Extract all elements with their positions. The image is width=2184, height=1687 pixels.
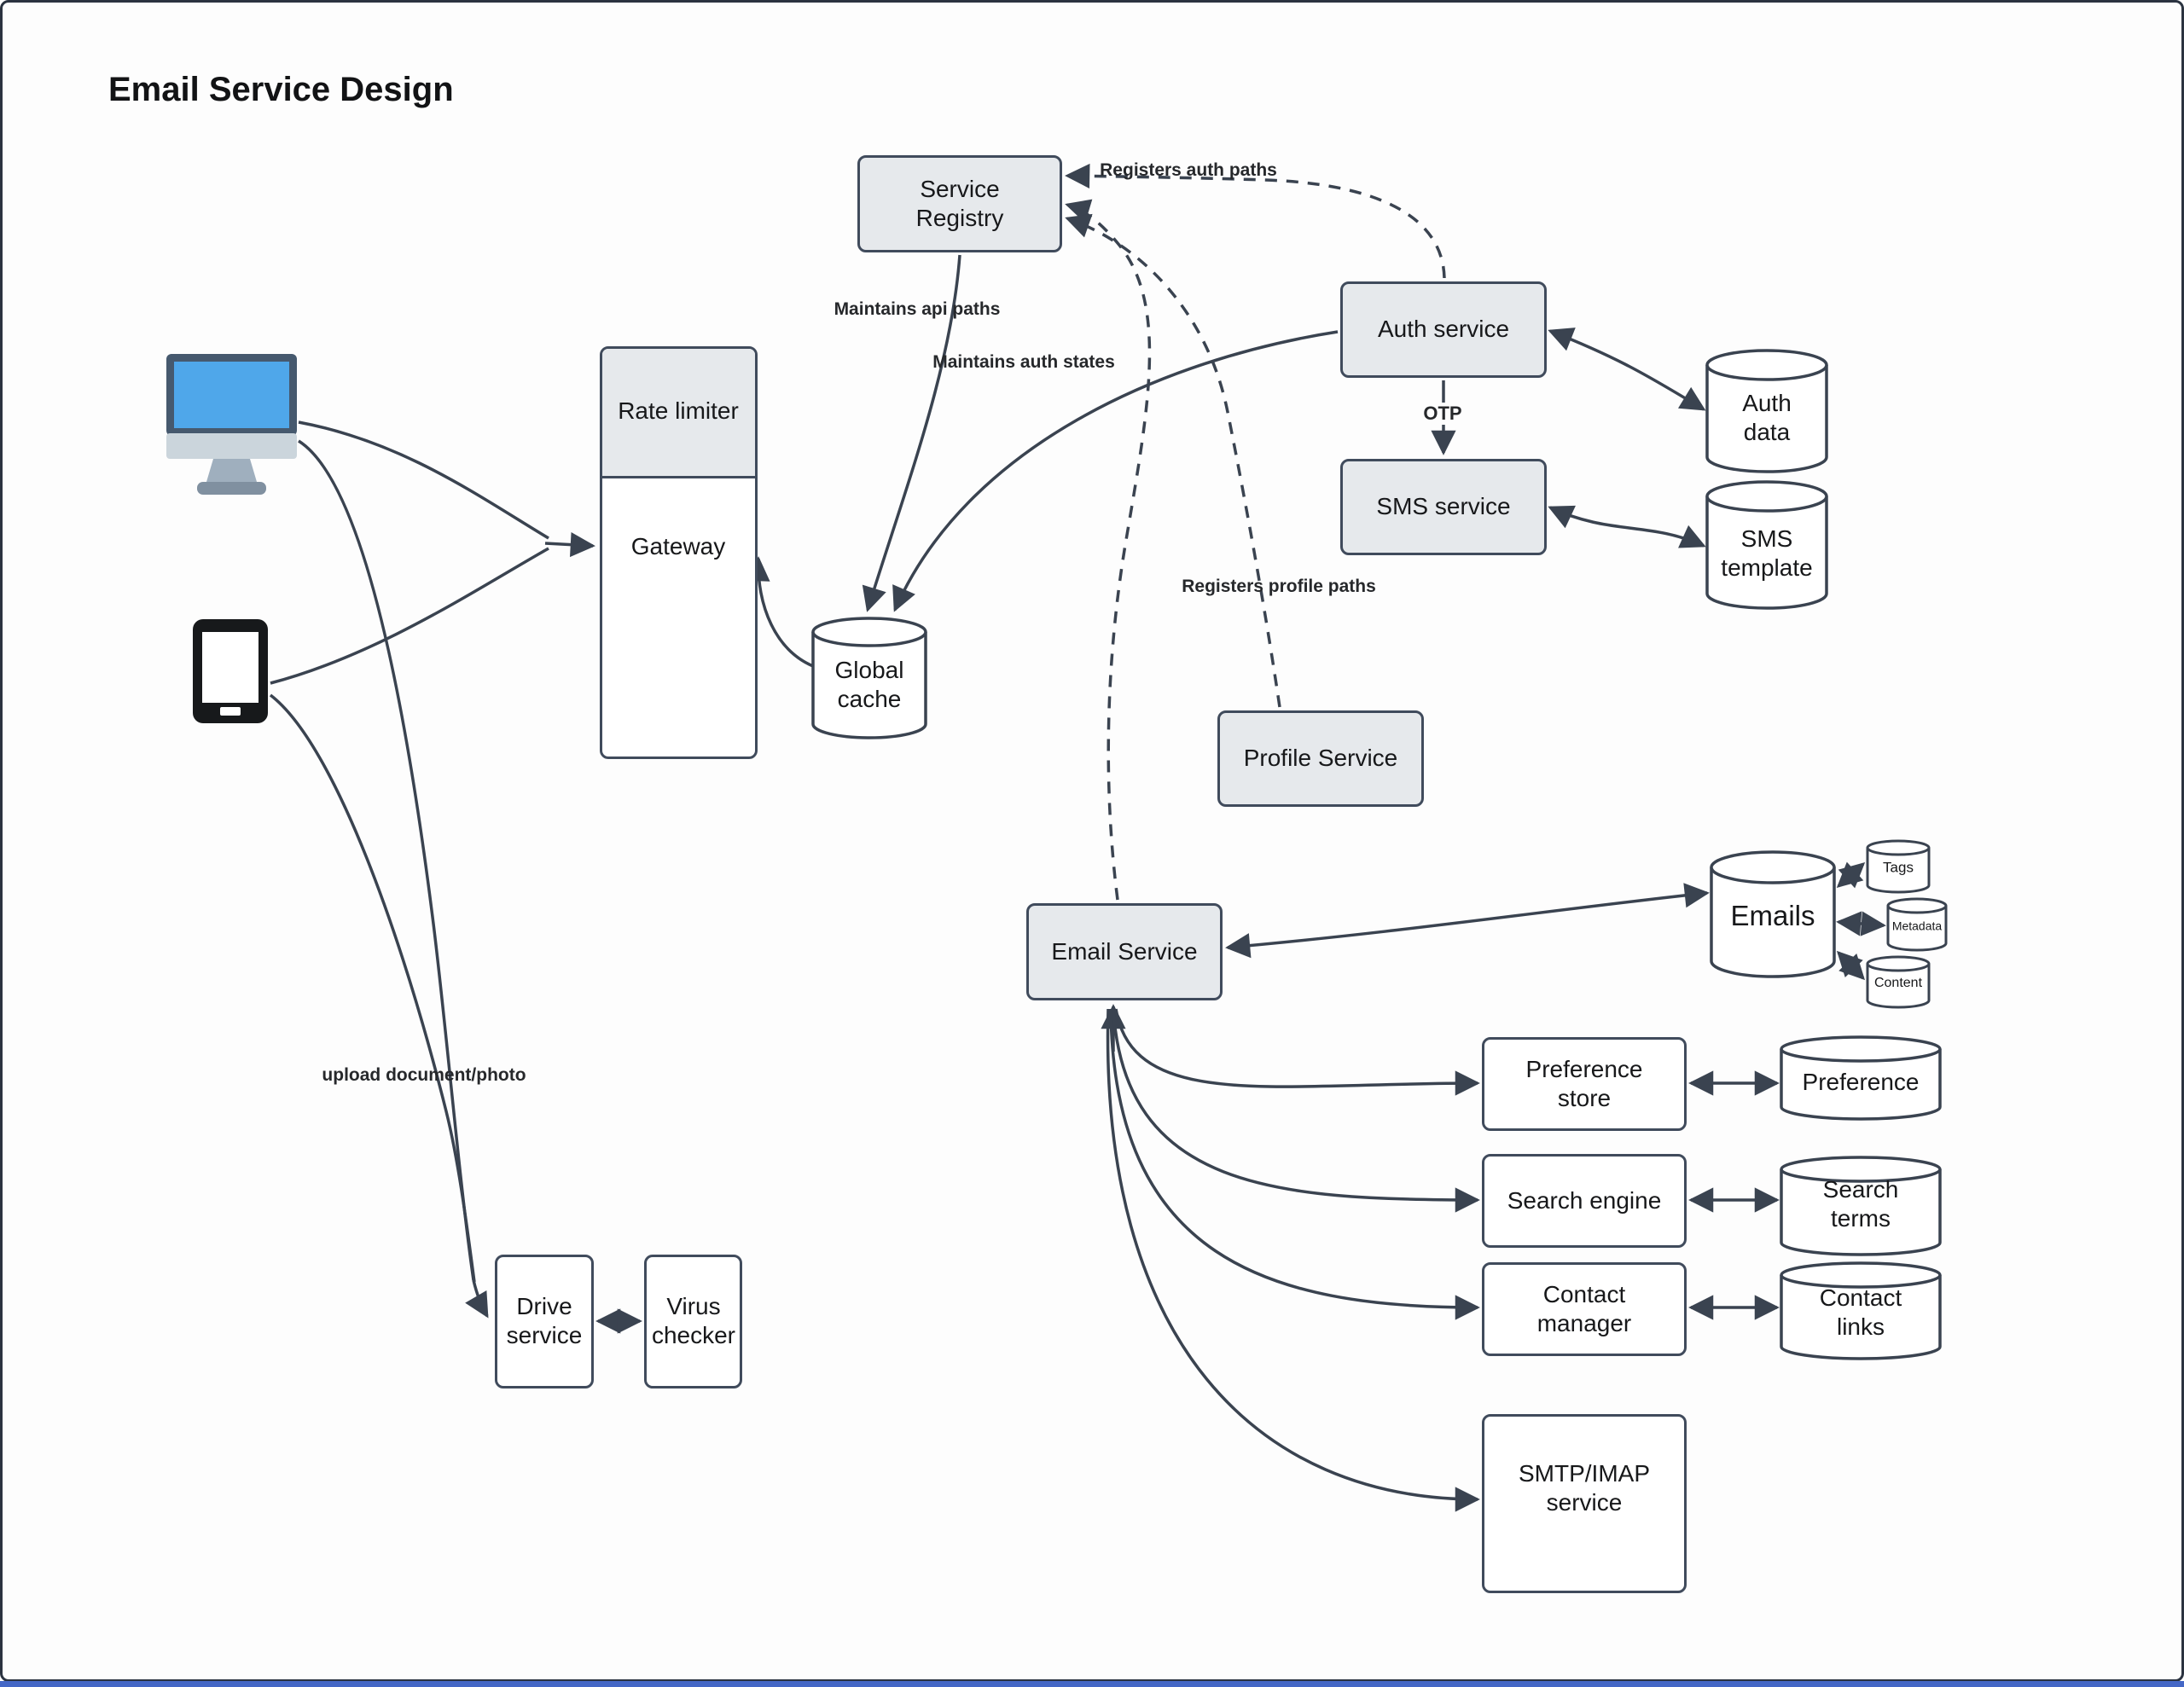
edge-desktop-to-drive [298, 439, 475, 1281]
contact-links-cylinder [1780, 1261, 1942, 1360]
node-email-service [1026, 903, 1223, 1000]
node-service-registry [857, 155, 1062, 252]
smartphone-icon [193, 619, 268, 723]
solid-connectors [269, 254, 1886, 1512]
service-registry-label: Service Registry [915, 175, 1004, 231]
node-profile-service [1217, 710, 1424, 807]
preference-label: Preference [1802, 1068, 1920, 1095]
edge-profile-registers-registry [1065, 213, 1281, 708]
edge-auth-authdata [1548, 328, 1706, 411]
profile-service-label: Profile Service [1243, 744, 1398, 771]
sms-template-cylinder [1705, 480, 1828, 610]
virus-checker-label: Virus checker [651, 1292, 736, 1348]
edge-phone-to-gateway [270, 547, 549, 685]
node-sms-service [1340, 459, 1547, 555]
content-label: Content [1873, 976, 1923, 991]
edge-emails-tags [1836, 861, 1866, 889]
global-cache-cylinder [811, 617, 927, 739]
edge-auth-to-globalcache [892, 330, 1339, 612]
edge-fan-preferencestore [1114, 1008, 1480, 1096]
global-cache-label: Global cache [834, 656, 904, 712]
edge-emailservice-emails [1225, 883, 1710, 959]
contact-links-label: Contact links [1819, 1284, 1902, 1340]
node-smtp-imap [1482, 1414, 1687, 1593]
node-gateway [600, 346, 758, 759]
edge-label-upload-document-photo: upload document/photo [322, 1065, 526, 1085]
node-virus-checker [644, 1255, 742, 1388]
auth-data-cylinder [1705, 349, 1828, 473]
dashed-connectors [1065, 163, 1446, 901]
node-rate-limiter-section [602, 349, 755, 478]
node-drive-service [495, 1255, 594, 1388]
emails-label: Emails [1730, 899, 1815, 931]
search-terms-label: Search terms [1822, 1175, 1899, 1232]
edge-label-maintains-api-paths: Maintains api paths [834, 299, 1001, 319]
datastores [811, 349, 1948, 1360]
gateway-label: Gateway [630, 532, 726, 559]
emails-cylinder [1710, 850, 1836, 978]
edge-merge-into-drive [465, 1279, 489, 1319]
metadata-cylinder [1886, 897, 1948, 952]
sms-service-label: SMS service [1376, 492, 1511, 519]
auth-data-label: Auth data [1742, 389, 1792, 445]
edge-auth-registers-registry [1065, 163, 1446, 279]
edge-label-maintains-auth-states: Maintains auth states [932, 352, 1115, 372]
email-service-label: Email Service [1051, 937, 1198, 965]
tags-cylinder [1866, 839, 1931, 894]
edge-fan-contactmanager [1109, 1008, 1480, 1320]
edge-label-registers-profile-paths: Registers profile paths [1182, 577, 1376, 596]
bottom-blue-bar [0, 1681, 2184, 1687]
edge-sms-smstemplate [1548, 505, 1706, 548]
edge-fan-searchengine [1112, 1008, 1480, 1213]
node-preference-store [1482, 1037, 1687, 1131]
rate-limiter-label: Rate limiter [618, 397, 739, 424]
node-contact-manager [1482, 1262, 1687, 1356]
contact-manager-label: Contact manager [1536, 1280, 1632, 1336]
edge-label-otp: OTP [1418, 403, 1467, 425]
edge-desktop-to-gateway [298, 420, 549, 540]
smtp-imap-label: SMTP/IMAP service [1518, 1459, 1650, 1516]
auth-service-label: Auth service [1377, 315, 1510, 342]
edge-registry-to-globalcache [862, 254, 961, 612]
node-auth-service [1340, 281, 1547, 378]
node-search-engine [1482, 1154, 1687, 1248]
tags-label: Tags [1883, 859, 1914, 876]
connector-layer [166, 163, 1948, 1512]
edge-emails-metadata [1836, 911, 1886, 936]
edge-label-registers-auth-paths: Registers auth paths [1100, 160, 1277, 180]
edge-emails-content [1836, 950, 1866, 981]
edge-phone-to-drive [269, 693, 476, 1283]
edge-emailservice-registers-registry [1065, 199, 1152, 901]
page-title: Email Service Design [108, 71, 454, 108]
desktop-computer-icon [166, 354, 297, 495]
edge-fan-smtpimap [1106, 1008, 1480, 1512]
search-engine-label: Search engine [1507, 1186, 1662, 1214]
edge-merge-into-gateway [544, 532, 595, 558]
preference-store-label: Preference store [1525, 1055, 1643, 1111]
metadata-label: Metadata [1891, 919, 1943, 933]
preference-cylinder [1780, 1035, 1942, 1121]
search-terms-cylinder [1780, 1156, 1942, 1256]
edge-globalcache-to-gateway [745, 556, 818, 670]
drive-service-label: Drive service [506, 1292, 583, 1348]
sms-template-label: SMS template [1721, 525, 1813, 581]
content-cylinder [1866, 955, 1931, 1009]
